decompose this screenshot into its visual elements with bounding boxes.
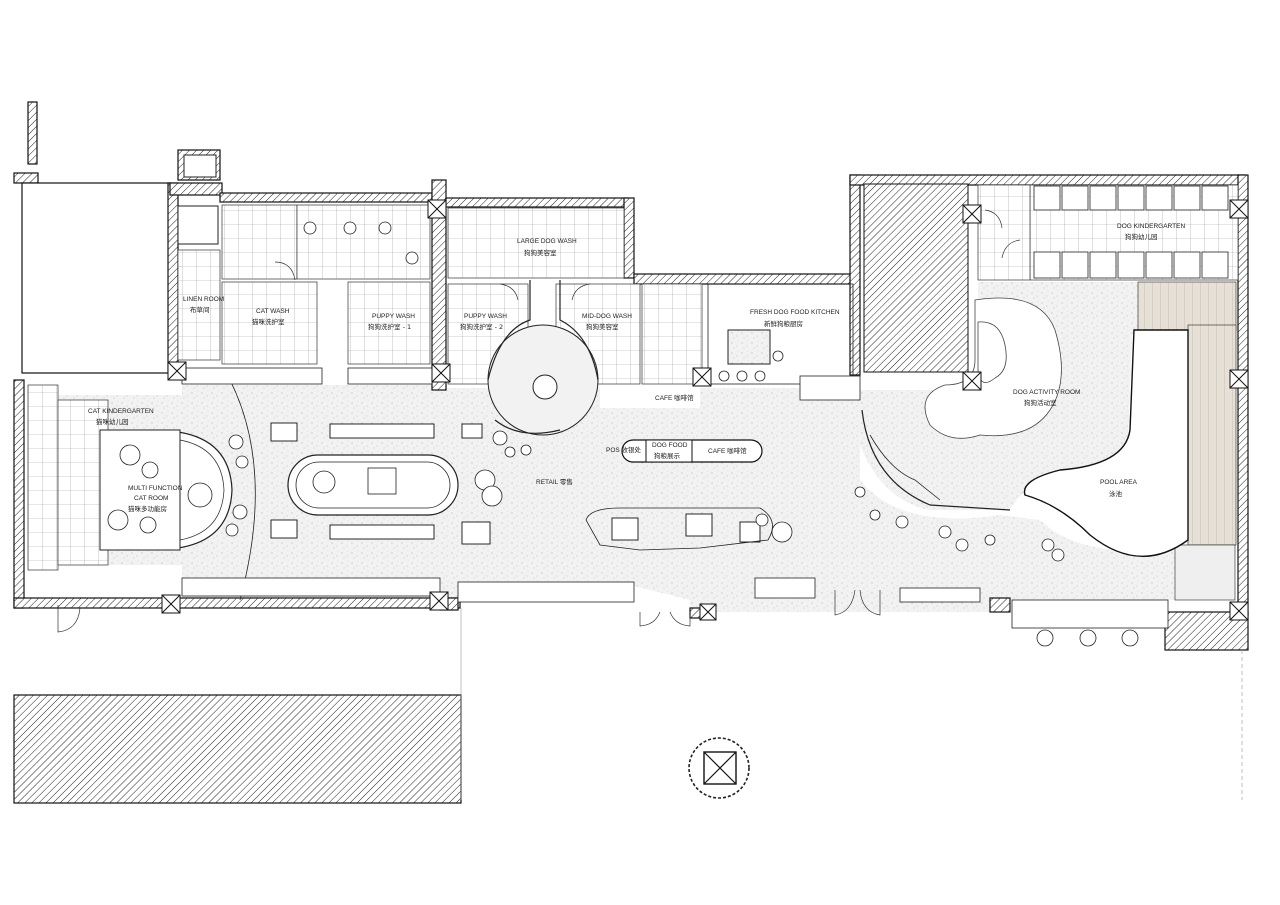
pool-water [1023, 329, 1189, 558]
label-puppy-wash-2: PUPPY WASH [464, 313, 507, 320]
label-pos: POS 收银处 [606, 445, 642, 454]
neighbor-building [13, 694, 462, 804]
hatched-block-core [863, 183, 969, 373]
label-retail: RETAIL 零售 [536, 477, 573, 486]
label-pool-cn: 泳池 [1109, 489, 1123, 498]
label-cat-wash: CAT WASH [256, 308, 290, 315]
label-fresh-kitchen: FRESH DOG FOOD KITCHEN [750, 309, 840, 316]
sink-counters [181, 367, 981, 603]
label-cat-kindergarten-cn: 猫咪幼儿园 [96, 417, 129, 426]
pool-deck-side [1187, 324, 1237, 546]
label-mid-dog-wash: MID-DOG WASH [582, 313, 632, 320]
room-cat-kindergarten-wall [27, 384, 59, 571]
activity-curve-bench-2 [869, 434, 941, 501]
adjacent-building-left [21, 182, 171, 374]
wall-left-mid [13, 172, 39, 184]
label-dog-activity-cn: 狗狗活动室 [1024, 398, 1057, 407]
room-corridor-right [977, 184, 1031, 281]
label-mid-dog-wash-cn: 狗狗美容室 [586, 322, 619, 331]
room-puppy-wash-1 [347, 281, 431, 365]
label-large-dog-wash: LARGE DOG WASH [517, 238, 577, 245]
tree-planter [688, 737, 750, 799]
room-top-left [221, 204, 298, 280]
label-linen-room-cn: 布草间 [190, 305, 210, 314]
label-puppy-wash-2-cn: 狗狗洗护室 - 2 [460, 322, 503, 331]
label-dog-food: DOG FOOD [652, 442, 688, 449]
retail-floor [182, 385, 1230, 612]
dog-kennels [1033, 185, 1229, 279]
room-large-dog-wash [447, 207, 625, 279]
label-puppy-wash-1-cn: 狗狗洗护室 - 1 [368, 322, 411, 331]
dog-food-display [645, 439, 693, 463]
wall-left-upper [27, 101, 38, 165]
activity-mound-2 [977, 321, 1007, 383]
kitchen-island [727, 329, 771, 365]
pod-center-seat [532, 374, 558, 400]
label-multi-function-cn: 猫咪多功能房 [128, 504, 167, 513]
activity-curve-bench [861, 409, 1011, 511]
label-linen-room: LINEN ROOM [183, 296, 224, 303]
cat-room-interior [99, 429, 181, 551]
wall-left-bottom [13, 597, 461, 609]
room-cat-wash [221, 281, 318, 365]
wall-left-main [13, 379, 25, 609]
tables [225, 221, 1139, 647]
label-puppy-wash-1: PUPPY WASH [372, 313, 415, 320]
label-dog-kindergarten: DOG KINDERGARTEN [1117, 223, 1185, 230]
label-dog-activity: DOG ACTIVITY ROOM [1013, 389, 1080, 396]
label-cat-kindergarten: CAT KINDERGARTEN [88, 408, 154, 415]
label-dog-food-cn: 狗粮展示 [654, 451, 681, 460]
room-cafe-back [641, 283, 703, 385]
pool-deck [1137, 281, 1237, 331]
label-cafe-counter: CAFE 咖啡馆 [708, 446, 747, 455]
label-pool: POOL AREA [1100, 479, 1138, 486]
room-linen [177, 249, 221, 361]
storefront [457, 581, 1169, 629]
label-multi-function-2: CAT ROOM [134, 495, 168, 502]
shaft-box [183, 154, 217, 178]
label-large-dog-wash-cn: 狗狗美容室 [524, 248, 557, 257]
room-top-seating [296, 204, 431, 280]
retail-shelves [270, 422, 761, 545]
door-swings [57, 209, 1021, 633]
label-dog-kindergarten-cn: 狗狗幼儿园 [1125, 232, 1158, 241]
label-fresh-kitchen-cn: 新鲜狗粮厨房 [764, 319, 803, 328]
label-cafe-small: CAFE 咖啡馆 [655, 393, 694, 402]
pool-steps [1174, 544, 1236, 601]
label-cat-wash-cn: 猫咪洗护室 [252, 317, 285, 326]
shaft-box-2 [177, 205, 219, 245]
column-markers [161, 199, 1249, 621]
label-multi-function: MULTI FUNCTION [128, 485, 183, 492]
